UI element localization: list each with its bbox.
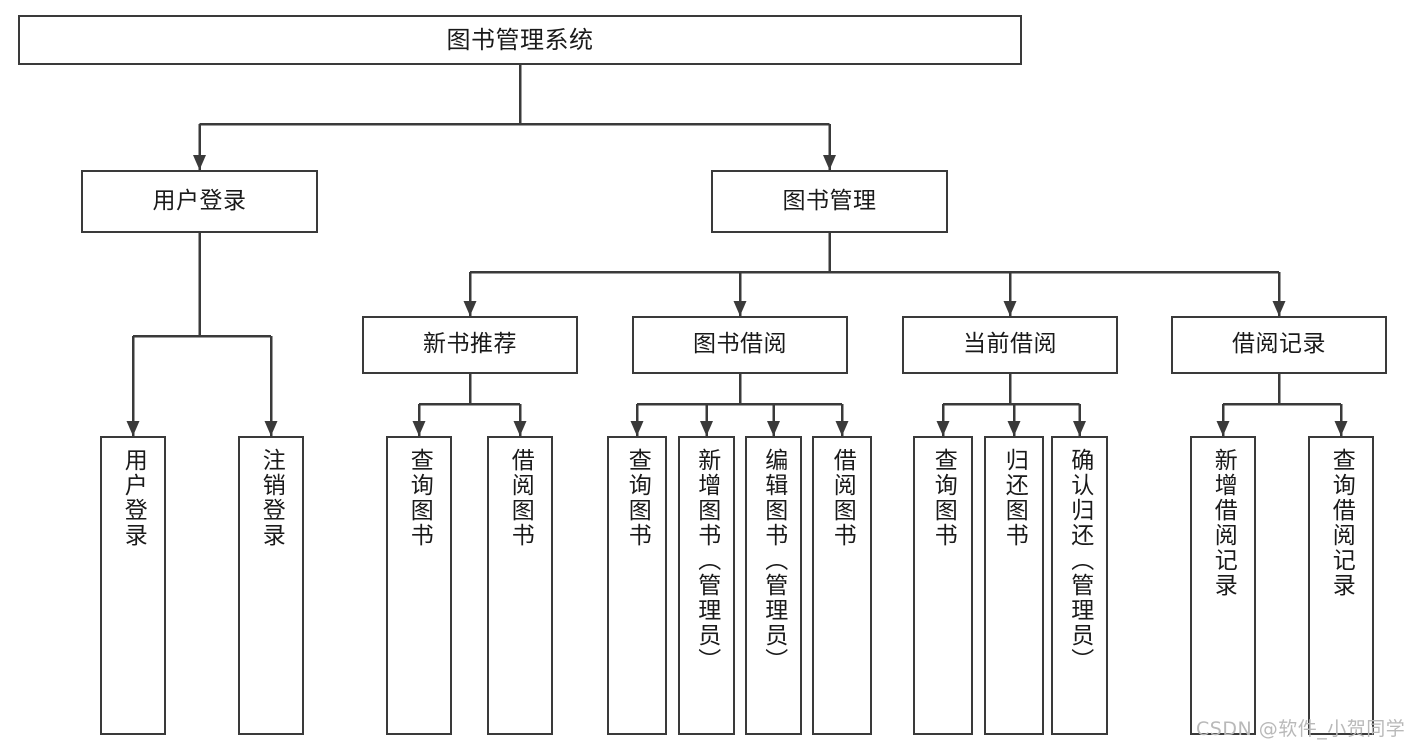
csdn-watermark: CSDN @软件_小贺同学 xyxy=(1196,718,1405,740)
node-c-return[interactable]: 归还图书 xyxy=(984,436,1044,735)
node-label: 新书推荐 xyxy=(423,331,517,358)
node-label: 图书管理系统 xyxy=(446,25,594,54)
arrow-head-newbook xyxy=(463,301,477,316)
node-n-query[interactable]: 查询图书 xyxy=(386,436,452,735)
arrow-head-login xyxy=(193,155,206,170)
node-label: 归还图书 xyxy=(1001,448,1028,548)
node-label: 新增图书（管理员） xyxy=(693,448,720,673)
node-n-borrow[interactable]: 借阅图书 xyxy=(487,436,553,735)
arrow-head-c-confirm xyxy=(1073,421,1086,436)
node-label: 用户登录 xyxy=(120,448,147,548)
node-l-login[interactable]: 用户登录 xyxy=(100,436,166,735)
node-b-borrow[interactable]: 借阅图书 xyxy=(812,436,872,735)
node-label: 借阅记录 xyxy=(1232,331,1326,358)
arrow-head-r-query xyxy=(1334,421,1348,436)
node-label: 当前借阅 xyxy=(963,331,1057,358)
node-current[interactable]: 当前借阅 xyxy=(902,316,1118,374)
node-c-confirm[interactable]: 确认归还（管理员） xyxy=(1051,436,1108,735)
node-b-edit[interactable]: 编辑图书（管理员） xyxy=(745,436,802,735)
arrow-head-l-login xyxy=(126,421,140,436)
node-borrow[interactable]: 图书借阅 xyxy=(632,316,848,374)
arrow-head-l-logout xyxy=(264,421,278,436)
arrow-head-borrow xyxy=(733,301,747,316)
node-l-logout[interactable]: 注销登录 xyxy=(238,436,304,735)
arrow-head-b-add xyxy=(700,421,713,436)
node-label: 借阅图书 xyxy=(507,448,534,548)
arrow-head-n-query xyxy=(412,421,426,436)
node-r-add[interactable]: 新增借阅记录 xyxy=(1190,436,1256,735)
node-bookmgmt[interactable]: 图书管理 xyxy=(711,170,948,233)
node-records[interactable]: 借阅记录 xyxy=(1171,316,1387,374)
arrow-head-current xyxy=(1003,301,1017,316)
node-newbook[interactable]: 新书推荐 xyxy=(362,316,578,374)
arrow-head-b-borrow xyxy=(835,421,849,436)
arrow-head-n-borrow xyxy=(513,421,527,436)
node-b-add[interactable]: 新增图书（管理员） xyxy=(678,436,735,735)
node-label: 注销登录 xyxy=(258,448,285,548)
arrow-head-c-query xyxy=(936,421,950,436)
arrow-head-b-edit xyxy=(767,421,780,436)
node-root[interactable]: 图书管理系统 xyxy=(18,15,1022,65)
arrow-head-bookmgmt xyxy=(823,155,836,170)
node-label: 编辑图书（管理员） xyxy=(760,448,787,673)
node-label: 查询图书 xyxy=(930,448,957,548)
node-c-query[interactable]: 查询图书 xyxy=(913,436,973,735)
node-label: 图书借阅 xyxy=(693,331,787,358)
node-label: 借阅图书 xyxy=(829,448,856,548)
arrow-head-b-query xyxy=(630,421,644,436)
arrow-head-c-return xyxy=(1007,421,1021,436)
node-b-query[interactable]: 查询图书 xyxy=(607,436,667,735)
node-label: 新增借阅记录 xyxy=(1210,448,1237,598)
node-login[interactable]: 用户登录 xyxy=(81,170,318,233)
node-label: 查询图书 xyxy=(624,448,651,548)
node-label: 确认归还（管理员） xyxy=(1066,448,1093,673)
node-label: 用户登录 xyxy=(152,187,247,214)
arrow-head-records xyxy=(1272,301,1286,316)
node-r-query[interactable]: 查询借阅记录 xyxy=(1308,436,1374,735)
arrow-head-r-add xyxy=(1216,421,1230,436)
node-label: 查询图书 xyxy=(406,448,433,548)
node-label: 图书管理 xyxy=(782,187,877,214)
node-label: 查询借阅记录 xyxy=(1328,448,1355,598)
